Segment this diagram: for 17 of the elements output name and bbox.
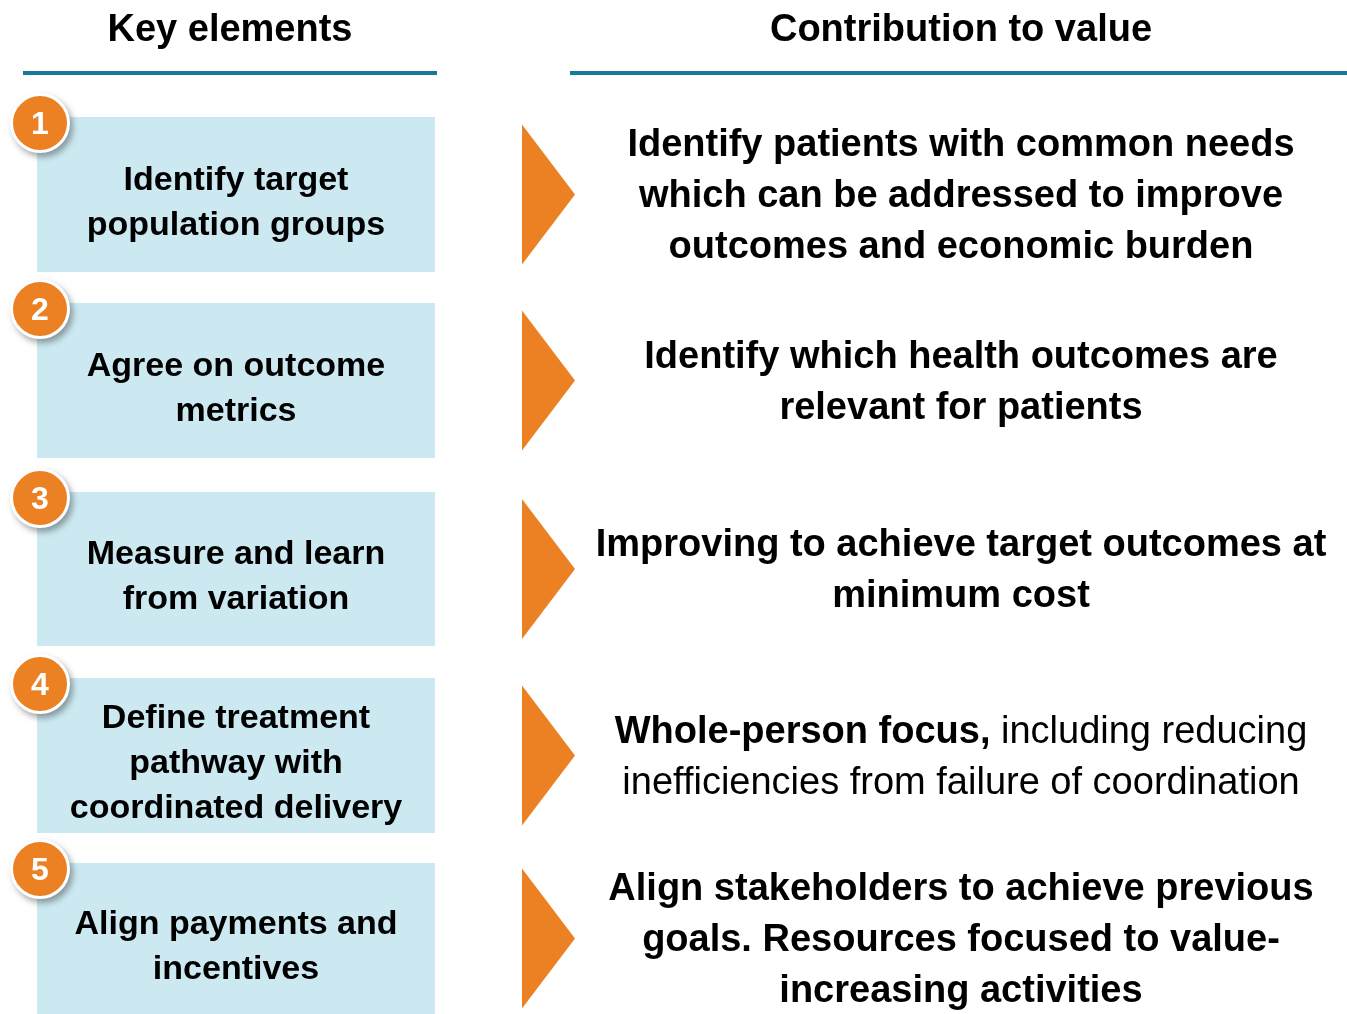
number-badge: 5	[10, 839, 70, 899]
value-text: Identify patients with common needs which can be addressed to improve outcomes and economic burden	[626, 121, 1296, 268]
number-badge: 3	[10, 468, 70, 528]
value-text: Align stakeholders to achieve previous goals. Resources focused to value-increasing activities	[607, 865, 1315, 1012]
value-text: Improving to achieve target outcomes at minimum cost	[594, 521, 1328, 617]
element-text: Measure and learn from variation	[85, 532, 387, 618]
element-text: Identify target population groups	[85, 157, 387, 244]
element-text: Define treatment pathway with coordinated delivery	[68, 696, 404, 827]
number-badge: 1	[10, 93, 70, 153]
element-text: Align payments and incentives	[73, 901, 399, 988]
column-heading: Key elements	[106, 5, 354, 51]
value-text: Identify which health outcomes are relevant for patients	[643, 332, 1279, 429]
column-heading: Contribution to value	[768, 5, 1154, 51]
number-badge: 4	[10, 654, 70, 714]
value-text: Whole-person focus, including reducing inefficiencies from failure of coordination	[613, 707, 1309, 804]
number-badge: 2	[10, 279, 70, 339]
element-text: Agree on outcome metrics	[85, 343, 387, 430]
